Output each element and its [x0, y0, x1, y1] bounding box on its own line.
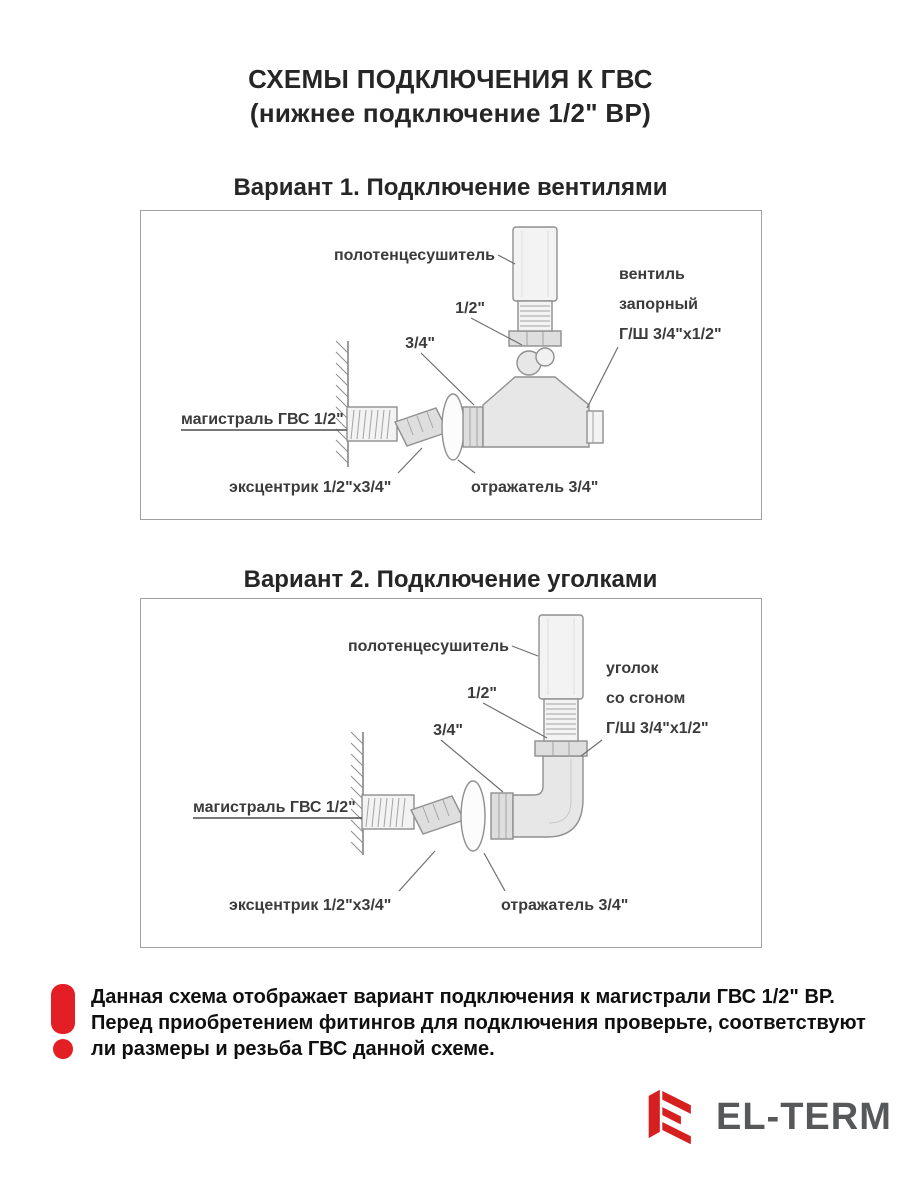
label-elbow-line3: Г/Ш 3/4"х1/2"	[606, 720, 709, 737]
label-towel-rail: полотенцесушитель	[334, 247, 495, 264]
reflector-leader	[483, 852, 506, 892]
towel-rail-pipe	[538, 614, 584, 742]
reflector-dome	[460, 780, 486, 852]
title-line2: (нижнее подключение 1/2" ВР)	[249, 98, 652, 128]
wall	[350, 731, 364, 855]
label-eccentric: эксцентрик 1/2"х3/4"	[229, 897, 391, 914]
wall	[335, 340, 349, 467]
exclamation-icon	[51, 984, 75, 1059]
label-reflector: отражатель 3/4"	[471, 479, 598, 496]
valve-assembly	[462, 330, 604, 448]
label-main-line: магистраль ГВС 1/2"	[181, 411, 344, 428]
eccentric-fitting	[410, 795, 465, 835]
label-main-line: магистраль ГВС 1/2"	[193, 799, 356, 816]
label-half-inch: 1/2"	[467, 685, 497, 702]
label-reflector: отражатель 3/4"	[501, 897, 628, 914]
supply-pipe	[361, 794, 415, 830]
label-half-inch: 1/2"	[455, 300, 485, 317]
label-three-quarter: 3/4"	[405, 335, 435, 352]
elbow-assembly	[490, 740, 588, 840]
towel-rail-leader	[497, 254, 516, 265]
warning-line-1: Данная схема отображает вариант подключе…	[91, 986, 835, 1008]
elbow-leader	[580, 739, 603, 757]
variant1-heading: Вариант 1. Подключение вентилями	[233, 174, 668, 201]
half-inch-leader	[470, 317, 523, 346]
variant2-schematic: полотенцесушитель уголок со сгоном Г/Ш 3…	[193, 614, 709, 914]
three-quarter-leader	[420, 352, 475, 406]
towel-rail-pipe	[512, 226, 558, 332]
brand-logo: EL-TERM	[640, 1086, 892, 1148]
label-elbow-line2: со сгоном	[606, 690, 685, 707]
variant1-diagram: полотенцесушитель вентиль запорный Г/Ш 3…	[140, 210, 762, 520]
label-towel-rail: полотенцесушитель	[348, 638, 509, 655]
warning-note: Данная схема отображает вариант подключе…	[48, 984, 866, 1062]
logo-text: EL-TERM	[716, 1095, 892, 1138]
label-valve-line2: запорный	[619, 296, 698, 313]
warning-line-2: Перед приобретением фитингов для подключ…	[91, 1012, 866, 1034]
supply-pipe	[346, 406, 398, 442]
variant1-schematic: полотенцесушитель вентиль запорный Г/Ш 3…	[181, 226, 722, 496]
eccentric-leader	[398, 850, 436, 892]
label-three-quarter: 3/4"	[433, 722, 463, 739]
title-line1: СХЕМЫ ПОДКЛЮЧЕНИЯ К ГВС	[248, 64, 653, 94]
label-elbow-line1: уголок	[606, 660, 659, 677]
el-term-cube-icon	[648, 1089, 691, 1145]
label-valve-line1: вентиль	[619, 266, 685, 283]
valve-leader	[586, 346, 619, 409]
half-inch-leader	[482, 702, 548, 739]
label-valve-line3: Г/Ш 3/4"х1/2"	[619, 326, 722, 343]
warning-text: Данная схема отображает вариант подключе…	[91, 984, 866, 1062]
eccentric-fitting	[394, 407, 449, 447]
label-eccentric: эксцентрик 1/2"х3/4"	[229, 479, 391, 496]
variant2-diagram: полотенцесушитель уголок со сгоном Г/Ш 3…	[140, 598, 762, 948]
towel-rail-leader	[511, 645, 539, 657]
eccentric-leader	[397, 447, 423, 474]
warning-line-3: ли размеры и резьба ГВС данной схеме.	[91, 1038, 495, 1060]
variant2-heading: Вариант 2. Подключение уголками	[243, 566, 658, 593]
reflector-leader	[457, 459, 476, 474]
three-quarter-leader	[440, 739, 504, 793]
reflector-dome	[441, 393, 465, 461]
page-title: СХЕМЫ ПОДКЛЮЧЕНИЯ К ГВС (нижнее подключе…	[0, 62, 901, 130]
